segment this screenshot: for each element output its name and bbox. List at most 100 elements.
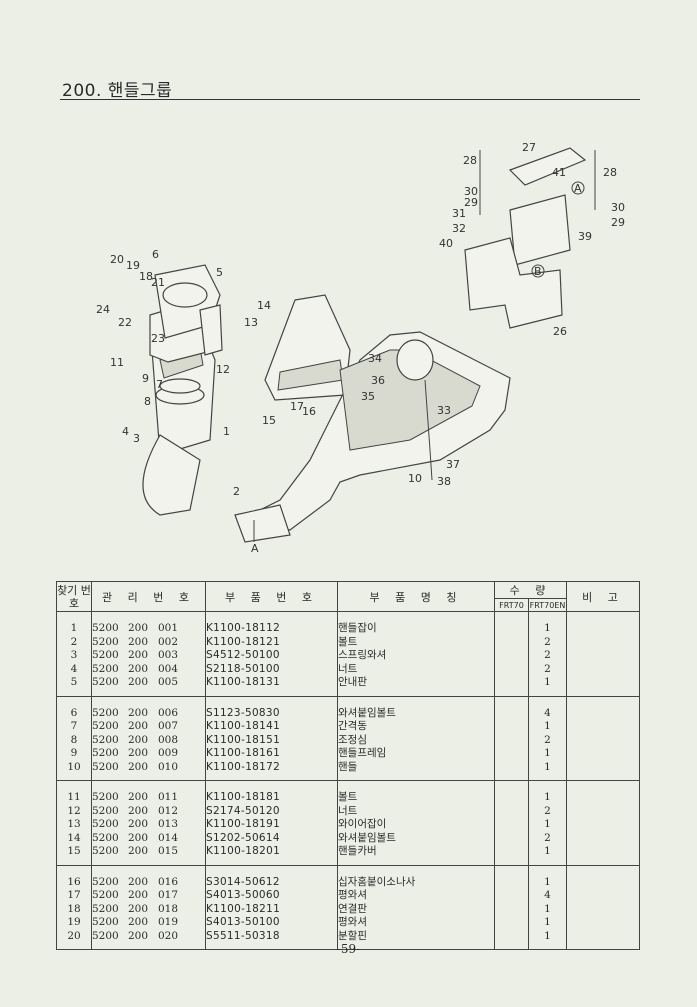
- label-32: 32: [452, 222, 466, 235]
- part-name: 볼트: [338, 635, 358, 648]
- find-no: 5: [70, 676, 78, 688]
- mgmt-code-2: 200: [128, 747, 149, 759]
- mgmt-code-1: 5200: [92, 889, 119, 901]
- mgmt-code-2: 200: [128, 902, 149, 915]
- header-find-no: 찾기 번호: [56, 581, 92, 612]
- part-name: 와셔붙임볼트: [338, 706, 396, 719]
- mgmt-code-2: 200: [128, 818, 149, 830]
- mgmt-code-2: 200: [128, 720, 149, 732]
- part-number: K1100-18121: [206, 635, 281, 648]
- mgmt-code-1: 5200: [92, 831, 119, 844]
- find-no: 18: [67, 902, 81, 915]
- qty-frt70: [495, 845, 528, 859]
- mgmt-code-3: 009: [158, 747, 179, 759]
- part-name: 스프링와셔: [338, 649, 387, 661]
- label-17: 17: [290, 400, 304, 413]
- find-no: 20: [67, 929, 81, 942]
- find-no: 1: [70, 622, 78, 634]
- mgmt-code-1: 5200: [92, 760, 119, 773]
- qty-frt70: [495, 889, 528, 903]
- find-no: 10: [67, 760, 81, 773]
- find-no: 3: [70, 649, 78, 661]
- label-11: 11: [110, 356, 124, 369]
- part-name: 안내판: [338, 676, 367, 688]
- mgmt-code-1: 5200: [92, 791, 119, 803]
- mgmt-code-3: 013: [158, 818, 179, 830]
- mgmt-code-1: 5200: [92, 818, 119, 830]
- page-title: 200. 핸들그룹: [62, 81, 173, 101]
- mgmt-code-2: 200: [128, 649, 149, 661]
- mgmt-code-1: 5200: [92, 622, 119, 634]
- part-number: S3014-50612: [206, 875, 280, 888]
- part-number: K1100-18161: [206, 747, 281, 759]
- qty-frt70: [495, 734, 528, 748]
- diagram-labels: 1 2 3 4 5 6 7 8 9 10 11 12 13 14 15 16 1…: [96, 141, 625, 555]
- qty-frt70en: 1: [544, 818, 551, 830]
- qty-frt70en: 1: [544, 875, 551, 888]
- mgmt-code-1: 5200: [92, 916, 119, 928]
- label-39: 39: [578, 230, 592, 243]
- part-number: S1123-50830: [206, 706, 280, 719]
- label-7: 7: [156, 378, 163, 391]
- label-8: 8: [144, 395, 151, 408]
- label-38: 38: [437, 475, 451, 488]
- part-name: 핸들: [338, 760, 358, 773]
- remark-cell: [566, 696, 640, 781]
- part-number: S4013-50060: [206, 889, 280, 901]
- label-35: 35: [361, 390, 375, 403]
- title-rule: [60, 99, 640, 100]
- qty-frt70en: 4: [544, 706, 551, 719]
- part-name: 핸들잡이: [338, 622, 377, 634]
- qty-frt70: [495, 676, 528, 690]
- mgmt-code-3: 008: [158, 733, 179, 746]
- mgmt-code-3: 020: [158, 929, 179, 942]
- qty-frt70en: 2: [544, 733, 551, 746]
- mgmt-code-1: 5200: [92, 929, 119, 942]
- qty-frt70: [495, 930, 528, 944]
- find-no: 15: [67, 845, 81, 857]
- mgmt-code-3: 017: [158, 889, 179, 901]
- qty-frt70en: 1: [544, 720, 551, 732]
- part-name: 평와셔: [338, 889, 367, 901]
- part-name: 너트: [338, 662, 358, 675]
- part-number: S5511-50318: [206, 929, 280, 942]
- qty-frt70en: 1: [544, 929, 551, 942]
- label-12: 12: [216, 363, 230, 376]
- part-name: 간격동: [338, 720, 367, 732]
- mgmt-code-1: 5200: [92, 804, 119, 817]
- part-name: 핸들프레임: [338, 747, 387, 759]
- label-6: 6: [152, 248, 159, 261]
- label-5: 5: [216, 266, 223, 279]
- mgmt-code-2: 200: [128, 791, 149, 803]
- label-29-left: 29: [464, 196, 478, 209]
- qty-frt70en: 2: [544, 804, 551, 817]
- find-no: 16: [67, 875, 81, 888]
- page-number: -59-: [336, 942, 361, 956]
- header-mgmt-no: 관 리 번 호: [91, 581, 206, 612]
- mgmt-code-3: 001: [158, 622, 179, 634]
- mgmt-code-1: 5200: [92, 720, 119, 732]
- qty-frt70: [495, 720, 528, 734]
- qty-frt70: [495, 903, 528, 917]
- qty-frt70en: 1: [544, 845, 551, 857]
- mgmt-code-3: 006: [158, 706, 179, 719]
- qty-frt70en: 2: [544, 831, 551, 844]
- part-number: K1100-18112: [206, 622, 281, 634]
- mgmt-code-2: 200: [128, 706, 149, 719]
- label-18: 18: [139, 270, 153, 283]
- part-number: K1100-18211: [206, 902, 281, 915]
- mgmt-code-3: 016: [158, 875, 179, 888]
- label-10: 10: [408, 472, 422, 485]
- label-40: 40: [439, 237, 453, 250]
- mgmt-code-2: 200: [128, 733, 149, 746]
- label-19: 19: [126, 259, 140, 272]
- mgmt-code-3: 011: [158, 791, 179, 803]
- qty-frt70en: 2: [544, 649, 551, 661]
- mgmt-code-2: 200: [128, 662, 149, 675]
- qty-frt70: [495, 636, 528, 650]
- handle-frame-assembly: [142, 264, 223, 516]
- part-number: S4013-50100: [206, 916, 280, 928]
- mgmt-code-3: 014: [158, 831, 179, 844]
- qty-frt70: [495, 649, 528, 663]
